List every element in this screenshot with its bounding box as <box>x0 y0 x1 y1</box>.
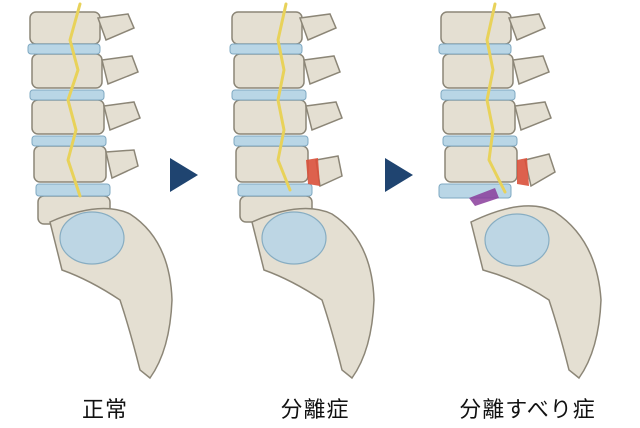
lumbar-spine <box>27 2 173 380</box>
lumbar-spine <box>229 2 375 380</box>
lumbar-spine <box>438 2 602 380</box>
label-spondylolisthesis: 分離すべり症 <box>459 398 596 423</box>
panel-spondylolysis: 分離症 <box>220 0 410 428</box>
label-normal: 正常 <box>81 398 128 423</box>
panel-normal: 正常 <box>10 0 200 428</box>
label-spondylolysis: 分離症 <box>280 398 350 423</box>
pars-defect <box>517 158 529 186</box>
pars-defect <box>306 158 320 186</box>
triangle-right-icon <box>170 158 198 192</box>
panel-spondylolisthesis: 分離すべり症 <box>425 0 630 428</box>
slip-marker <box>469 188 499 206</box>
spine-illustration-spondylolysis <box>229 2 375 380</box>
spine-illustration-normal <box>27 2 173 380</box>
triangle-right-icon <box>385 158 413 192</box>
spine-illustration-spondylolisthesis <box>438 2 602 380</box>
